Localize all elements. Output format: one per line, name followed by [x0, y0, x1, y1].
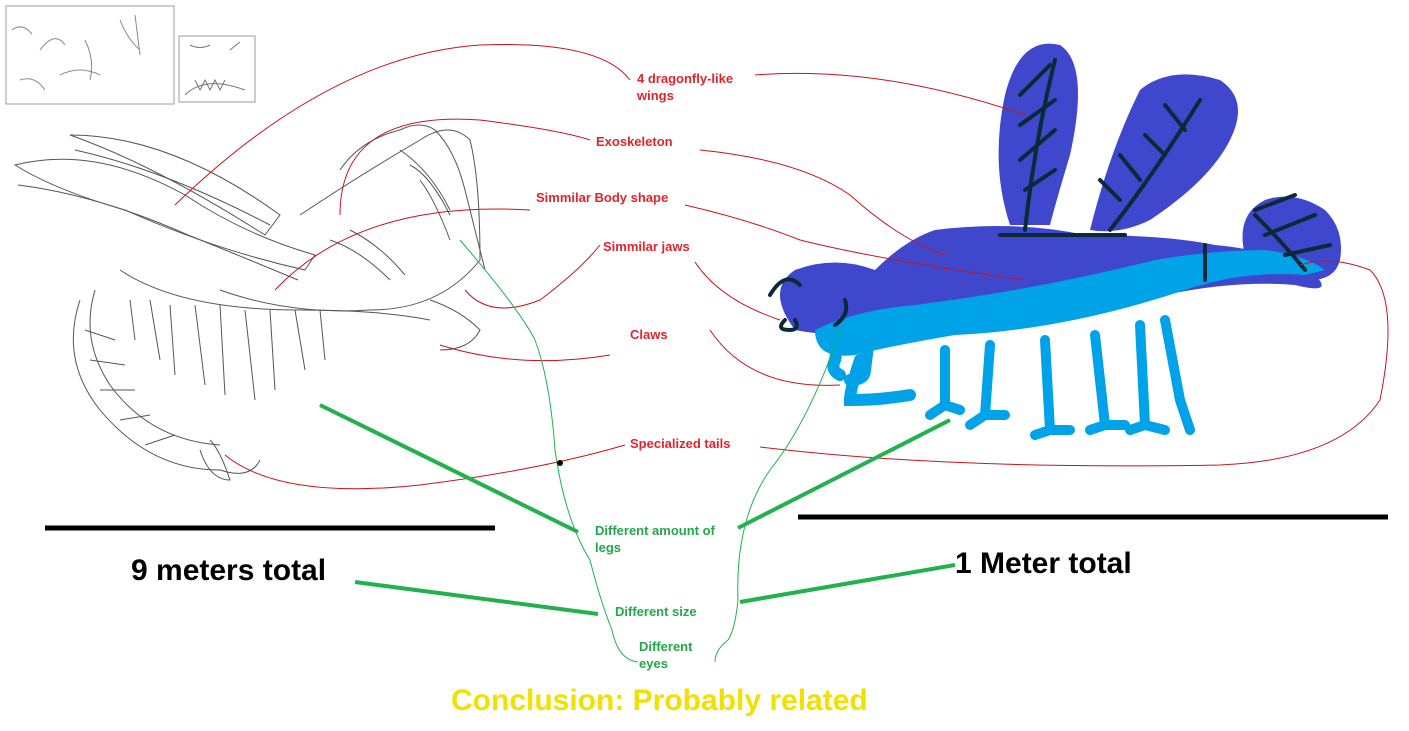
similarity-connectors [174, 43, 1389, 490]
connector-tails [224, 260, 1389, 490]
lower-body [815, 250, 1325, 356]
connector-exoskeleton [339, 118, 946, 256]
left-size-label: 9 meters total [131, 554, 327, 587]
wing-veins [998, 58, 1332, 282]
connector-legs-left [319, 403, 579, 534]
connector-wings [174, 43, 1026, 206]
right-size-label: 1 Meter total [955, 547, 1132, 580]
conclusion-text: Conclusion: Probably related [451, 684, 868, 717]
connector-jaws [464, 244, 781, 321]
label-tails: Specialized tails [630, 436, 731, 451]
difference-connectors [319, 239, 956, 663]
connector-claws [439, 329, 841, 386]
label-exoskeleton: Exoskeleton [596, 134, 673, 149]
label-legs: Different amount of legs [595, 523, 715, 555]
left-creature-sketch [13, 124, 486, 481]
connector-eyes-outline [459, 239, 841, 663]
connector-size-right [739, 563, 956, 604]
connector-legs-right [737, 418, 951, 530]
connector-body-shape [274, 204, 1026, 291]
right-creature-drawing [768, 43, 1341, 440]
reference-thumbnails [5, 5, 256, 105]
connector-size-left [354, 580, 599, 616]
label-jaws: Simmilar jaws [603, 239, 690, 254]
scale-bars [45, 514, 1388, 531]
label-eyes: Different eyes [639, 639, 693, 671]
label-size: Different size [615, 604, 697, 619]
label-body-shape: Simmilar Body shape [536, 190, 669, 205]
label-claws: Claws [630, 327, 668, 342]
label-wings: 4 dragonfly-like wings [637, 71, 734, 103]
eyes-antennae [768, 277, 849, 333]
